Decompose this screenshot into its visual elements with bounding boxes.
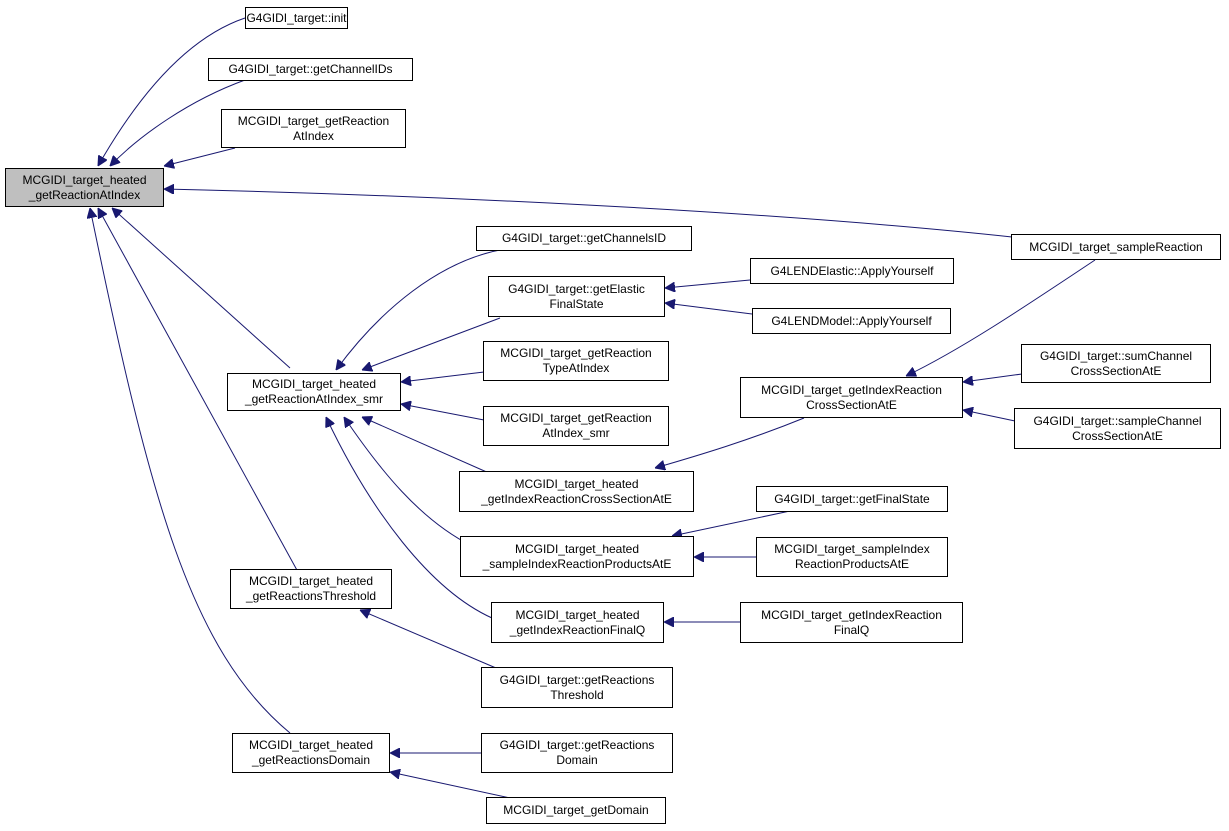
node-label-line: G4GIDI_target::sumChannel [1039, 348, 1193, 363]
node-label-line: MCGIDI_target_heated [251, 377, 377, 391]
node-label-line: G4GIDI_target::getElastic [508, 281, 645, 296]
node-label-line: _getReactionAtIndex [28, 187, 141, 202]
node-heated-sample-index-reaction-products-at-e[interactable]: MCGIDI_target_heated _sampleIndexReactio… [460, 536, 694, 577]
node-label-line: G4GIDI_target::getFinalState [774, 491, 930, 506]
edge-heatedfinalq-to-smr [326, 417, 493, 619]
node-sample-reaction[interactable]: MCGIDI_target_sampleReaction [1011, 234, 1221, 260]
node-label-line: _getReactionAtIndex_smr [244, 392, 384, 406]
node-label-line: MCGIDI_target_heated [514, 476, 639, 491]
node-get-index-reaction-final-q[interactable]: MCGIDI_target_getIndexReaction FinalQ [740, 602, 963, 643]
node-label-line: MCGIDI_target_getReaction [500, 411, 652, 425]
node-lend-model-apply-yourself[interactable]: G4LENDModel::ApplyYourself [752, 308, 951, 334]
node-sum-channel-cross-section-at-e[interactable]: G4GIDI_target::sumChannel CrossSectionAt… [1021, 344, 1211, 383]
node-label-line: _getIndexReactionCrossSectionAtE [481, 491, 672, 506]
edge-getreactionatindex-to-root [164, 147, 236, 166]
node-root: MCGIDI_target_heated _getReactionAtIndex [5, 168, 164, 207]
node-get-channel-ids[interactable]: G4GIDI_target::getChannelIDs [208, 58, 413, 81]
edge-getdomain-to-heateddomain [390, 772, 511, 799]
node-label-line: _sampleIndexReactionProductsAtE [482, 556, 672, 571]
node-label-line: _getReactionsDomain [251, 753, 371, 767]
node-get-reaction-at-index-smr[interactable]: MCGIDI_target_getReaction AtIndex_smr [483, 406, 669, 446]
node-label-line: CrossSectionAtE [806, 397, 897, 412]
node-label-line: MCGIDI_target_getIndexReaction [761, 607, 942, 622]
node-label-line: MCGIDI_target_sampleReaction [1029, 239, 1203, 254]
node-label-line: MCGIDI_target_heated [248, 738, 374, 752]
edge-getchannelsid-to-smr [336, 248, 506, 370]
edge-sumchannelcs-to-getindexrxncs [963, 373, 1023, 382]
edge-getfinalstate-to-heatedsampleindex [672, 510, 791, 536]
node-label-line: MCGIDI_target_heated [248, 574, 374, 588]
node-heated-get-reactions-threshold[interactable]: MCGIDI_target_heated _getReactionsThresh… [230, 569, 392, 609]
node-heated-get-reaction-at-index-smr[interactable]: MCGIDI_target_heated _getReactionAtIndex… [227, 373, 401, 411]
node-label-line: MCGIDI_target_heated [515, 607, 640, 622]
node-label-line: CrossSectionAtE [1072, 428, 1163, 443]
node-label-line: MCGIDI_target_getDomain [503, 803, 649, 817]
node-label-line: G4GIDI_target::sampleChannel [1033, 413, 1202, 428]
node-get-channels-id[interactable]: G4GIDI_target::getChannelsID [476, 226, 692, 251]
node-label-line: FinalState [549, 296, 604, 311]
node-lend-elastic-apply-yourself[interactable]: G4LENDElastic::ApplyYourself [750, 258, 954, 284]
node-label-line: _getIndexReactionFinalQ [509, 622, 646, 637]
node-label-line: G4GIDI_target::init [246, 10, 347, 25]
node-label-line: CrossSectionAtE [1070, 363, 1162, 378]
edge-threshold-to-root [98, 208, 299, 573]
node-label-line: G4GIDI_target::getChannelsID [501, 231, 667, 245]
node-label-line: G4GIDI_target::getReactions [499, 738, 655, 752]
edge-getelastic-to-smr [362, 317, 501, 370]
node-get-reaction-at-index[interactable]: MCGIDI_target_getReaction AtIndex [221, 109, 406, 148]
node-label-line: G4GIDI_target::getReactions [499, 672, 655, 687]
node-label-line: AtIndex [293, 128, 334, 143]
node-label-line: MCGIDI_target_sampleIndex [774, 542, 930, 556]
edge-atindexsmr-to-smr [401, 404, 485, 421]
edge-getchannelids-to-root [110, 79, 246, 166]
edge-lendmodel-to-getelastic [665, 303, 753, 315]
node-label-line: FinalQ [833, 622, 870, 637]
edge-getreactionsthreshold-to-heatedthreshold [360, 610, 497, 669]
node-label-line: AtIndex_smr [542, 426, 610, 440]
node-init[interactable]: G4GIDI_target::init [245, 7, 348, 29]
node-label-line: _getReactionsThreshold [245, 589, 377, 603]
edge-heatedindexrxncs-to-smr [362, 417, 499, 478]
edge-getindexrxncs-to-heatedindexrxncs [655, 417, 805, 468]
node-get-reaction-type-at-index[interactable]: MCGIDI_target_getReaction TypeAtIndex [483, 341, 669, 381]
node-label-line: G4LENDModel::ApplyYourself [771, 313, 932, 328]
node-label-line: TypeAtIndex [542, 361, 610, 375]
node-heated-get-index-reaction-cross-section-at-e[interactable]: MCGIDI_target_heated _getIndexReactionCr… [459, 471, 694, 512]
node-get-reactions-threshold[interactable]: G4GIDI_target::getReactions Threshold [481, 667, 673, 708]
node-label-line: Domain [556, 753, 598, 767]
node-get-index-reaction-cross-section-at-e[interactable]: MCGIDI_target_getIndexReaction CrossSect… [740, 377, 963, 418]
edge-samplereaction-to-root [164, 189, 1013, 238]
edge-init-to-root [98, 17, 246, 166]
node-label-line: G4LENDElastic::ApplyYourself [770, 263, 934, 278]
node-label-line: G4GIDI_target::getChannelIDs [228, 62, 393, 76]
node-get-final-state[interactable]: G4GIDI_target::getFinalState [756, 486, 948, 512]
node-label-line: MCGIDI_target_getReaction [237, 113, 390, 128]
node-label-line: Threshold [550, 687, 604, 702]
node-label-line: ReactionProductsAtE [794, 557, 910, 571]
edge-typeatindex-to-smr [401, 371, 485, 382]
edge-samplereaction-to-getindexrxncs [906, 259, 1096, 376]
edge-lendelastic-to-getelastic [665, 279, 751, 288]
node-label-line: MCGIDI_target_heated [514, 541, 640, 556]
node-heated-get-index-reaction-final-q[interactable]: MCGIDI_target_heated _getIndexReactionFi… [491, 602, 664, 643]
edge-domain-to-root [90, 208, 291, 734]
node-get-elastic-final-state[interactable]: G4GIDI_target::getElastic FinalState [488, 276, 665, 317]
node-label-line: MCGIDI_target_heated [22, 172, 147, 187]
node-sample-channel-cross-section-at-e[interactable]: G4GIDI_target::sampleChannel CrossSectio… [1014, 408, 1221, 449]
edge-smr-to-root [112, 208, 291, 369]
edge-samplechannelcs-to-getindexrxncs [963, 410, 1016, 422]
node-label-line: MCGIDI_target_getIndexReaction [761, 382, 942, 397]
node-get-reactions-domain[interactable]: G4GIDI_target::getReactions Domain [481, 733, 673, 773]
node-label-line: MCGIDI_target_getReaction [500, 346, 652, 360]
edge-heatedsampleindex-to-smr [344, 417, 473, 547]
node-get-domain[interactable]: MCGIDI_target_getDomain [486, 797, 666, 824]
node-sample-index-reaction-products-at-e[interactable]: MCGIDI_target_sampleIndex ReactionProduc… [756, 537, 948, 577]
node-heated-get-reactions-domain[interactable]: MCGIDI_target_heated _getReactionsDomain [232, 733, 390, 773]
